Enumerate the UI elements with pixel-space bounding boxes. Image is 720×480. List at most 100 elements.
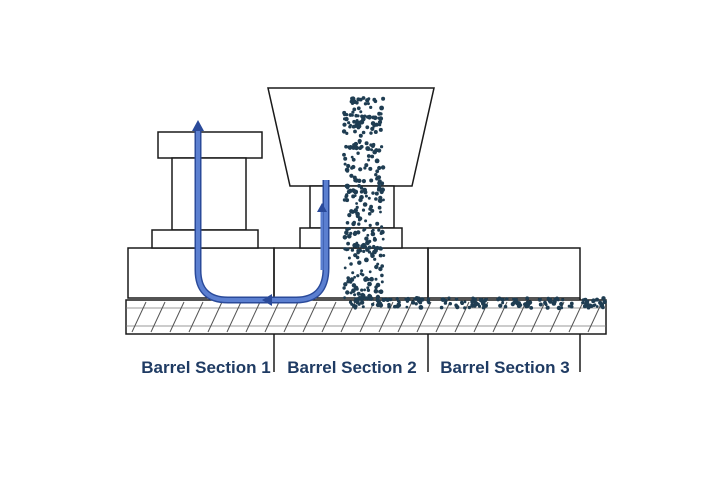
granule <box>418 300 423 305</box>
granule <box>372 124 376 128</box>
granule <box>385 297 390 302</box>
granule <box>377 205 382 210</box>
screw-flight <box>511 301 527 333</box>
granule <box>351 288 356 294</box>
granule <box>352 175 357 180</box>
granule <box>467 305 472 310</box>
screw-barrel <box>125 299 607 335</box>
screw-flight <box>226 301 242 333</box>
granule <box>346 276 351 280</box>
granule <box>529 306 534 310</box>
granule <box>374 158 380 164</box>
granule <box>537 297 542 302</box>
granule <box>364 194 368 198</box>
granule <box>356 106 361 111</box>
u-shaped-flow-arrow-icon <box>192 120 330 306</box>
granule <box>369 276 374 282</box>
granule <box>583 297 588 302</box>
granule <box>361 208 366 212</box>
granule <box>379 210 382 214</box>
granule <box>348 125 352 129</box>
granule <box>377 228 381 232</box>
granule <box>372 237 377 242</box>
granule <box>500 298 505 302</box>
granule <box>350 155 354 159</box>
vent-port <box>151 131 263 249</box>
granule <box>372 244 376 249</box>
granule <box>344 144 348 149</box>
granule <box>352 99 357 104</box>
granule <box>357 222 361 226</box>
granule <box>353 275 356 279</box>
granule <box>348 146 352 150</box>
granule <box>353 194 357 198</box>
granule <box>561 298 565 302</box>
granule <box>347 213 352 218</box>
granule <box>477 304 482 308</box>
granule <box>374 173 378 177</box>
granule <box>368 166 373 171</box>
granule <box>377 181 382 186</box>
granule <box>377 184 382 189</box>
granule <box>343 247 347 251</box>
granule <box>350 166 354 170</box>
granule <box>354 120 359 124</box>
granule <box>361 305 365 309</box>
granule <box>342 152 346 157</box>
granule <box>378 246 383 251</box>
screw-flight <box>397 301 413 333</box>
granule <box>382 254 386 257</box>
granule <box>342 122 347 127</box>
granule <box>359 296 365 302</box>
granule <box>348 189 353 194</box>
granule <box>365 240 370 246</box>
granule <box>347 227 351 231</box>
granule <box>343 162 347 166</box>
granule <box>364 163 369 168</box>
screw-flight <box>169 301 185 333</box>
granule <box>363 288 366 292</box>
vent-base <box>151 229 259 249</box>
granule <box>354 297 359 302</box>
granule <box>375 221 380 226</box>
granule <box>381 237 385 241</box>
granule <box>346 241 350 246</box>
granule <box>374 197 378 201</box>
granule <box>363 277 368 282</box>
screw-flight <box>150 301 166 333</box>
granule <box>411 300 415 304</box>
granule <box>349 209 354 214</box>
granule <box>353 189 359 195</box>
granule <box>501 301 505 305</box>
granule <box>375 176 379 181</box>
granule <box>367 281 372 287</box>
granule <box>354 210 358 214</box>
granule <box>370 231 376 237</box>
granule <box>599 302 605 308</box>
granule <box>358 141 361 145</box>
granule <box>357 260 362 265</box>
granule <box>405 305 409 309</box>
granule <box>351 124 356 129</box>
vent-neck <box>171 157 247 231</box>
granule <box>374 191 379 196</box>
granule <box>356 230 361 235</box>
granule <box>347 121 351 125</box>
screw-flight <box>283 301 299 333</box>
granule <box>367 196 371 200</box>
granule <box>427 297 431 301</box>
granule <box>345 169 350 173</box>
granule <box>360 288 364 292</box>
granule <box>367 158 371 162</box>
granule <box>349 277 355 282</box>
granule <box>369 105 373 109</box>
barrel-block-2 <box>273 247 429 299</box>
granule <box>418 305 424 310</box>
granule <box>379 187 384 192</box>
barrel-block-3 <box>427 247 581 299</box>
granule <box>361 96 366 100</box>
screw-shaft <box>125 299 607 335</box>
granule <box>370 126 375 131</box>
granule <box>344 116 349 122</box>
